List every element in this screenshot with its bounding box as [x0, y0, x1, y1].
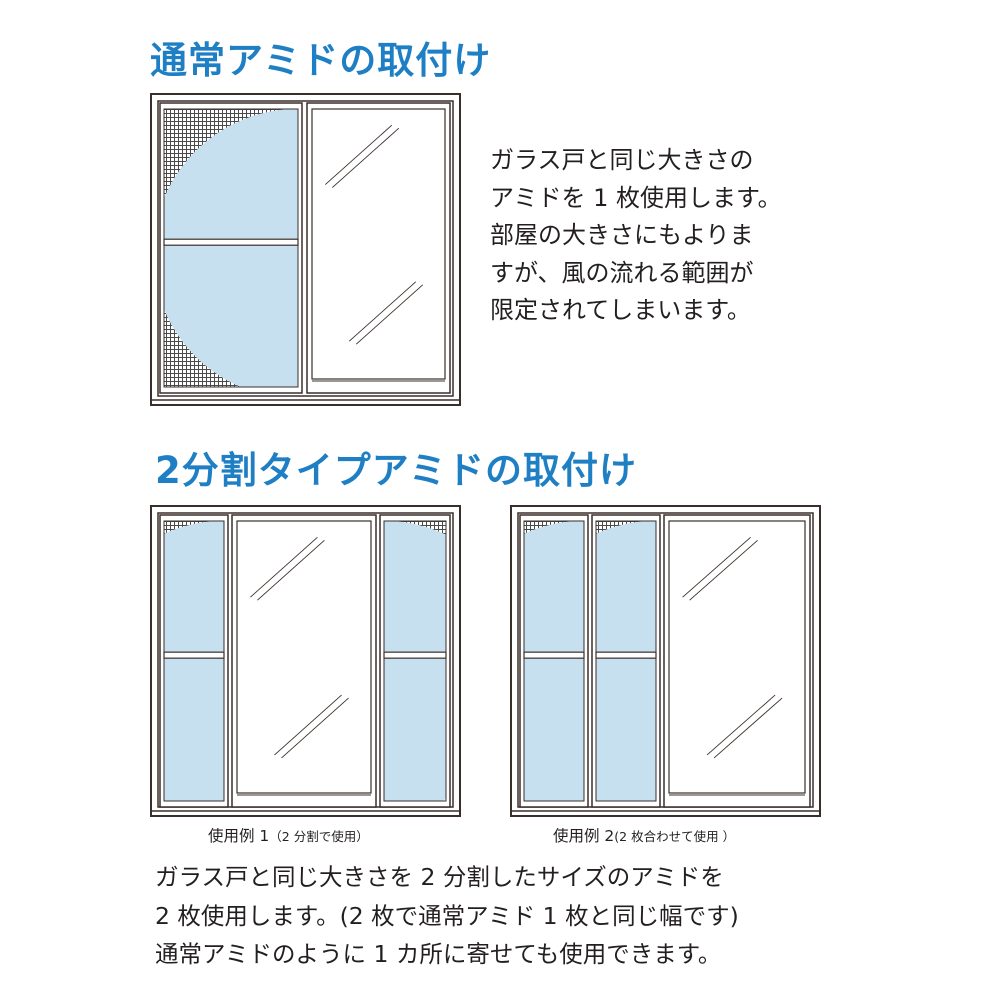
- description-line: 部屋の大きさにもよりま: [490, 221, 754, 249]
- screen-crossbar: [523, 651, 585, 659]
- glass-reflection-line: [332, 127, 400, 188]
- caption-label: 使用例 1: [208, 827, 270, 845]
- glass-door-panel: [231, 514, 377, 808]
- screen-inner-edge: [595, 520, 657, 802]
- section-heading-split: 2分割タイプアミドの取付け: [155, 449, 638, 492]
- glass-reflection-line: [706, 694, 776, 756]
- description-line: 2 枚使用します。(2 枚で通常アミド 1 枚と同じ幅です): [155, 901, 739, 930]
- example-1-caption: 使用例 1（2 分割で使用）: [208, 824, 369, 846]
- description-line: 通常アミドのように 1 カ所に寄せても使用できます。: [155, 940, 722, 968]
- description-split: ガラス戸と同じ大きさを 2 分割したサイズのアミドを 2 枚使用します。(2 枚…: [155, 858, 739, 974]
- screen-inner-edge: [163, 108, 299, 388]
- window-inner-frame: [157, 100, 454, 397]
- glass-door-panel: [663, 514, 811, 808]
- window-diagram-example-2: [510, 505, 821, 817]
- glass-pane: [236, 520, 372, 794]
- description-line: ガラス戸と同じ大きさの: [490, 146, 754, 174]
- glass-reflection-line: [257, 539, 325, 601]
- example-2-caption: 使用例 2(2 枚合わせて使用 ）: [553, 824, 735, 846]
- glass-pane: [311, 108, 446, 380]
- section-heading-normal: 通常アミドの取付け: [150, 39, 492, 82]
- screen-crossbar: [163, 651, 225, 659]
- description-line: アミドを 1 枚使用します。: [490, 183, 782, 212]
- glass-reflection-line: [682, 536, 751, 598]
- screen-highlight: [596, 521, 656, 801]
- screen-highlight: [164, 109, 298, 387]
- screen-highlight: [164, 521, 224, 801]
- screen-crossbar: [383, 651, 447, 659]
- glass-reflection-line: [250, 536, 318, 598]
- screen-highlight: [524, 521, 584, 801]
- glass-reflection-line: [355, 284, 424, 345]
- glass-reflection-line: [713, 697, 783, 759]
- caption-note: (2 枚合わせて使用 ）: [614, 829, 736, 844]
- caption-label: 使用例 2: [553, 827, 615, 845]
- screen-door-panel: [159, 102, 303, 394]
- screen-inner-edge: [163, 520, 225, 802]
- screen-door-panel: [519, 514, 589, 808]
- description-line: 限定されてしまいます。: [490, 296, 751, 324]
- screen-inner-edge: [383, 520, 447, 802]
- screen-crossbar: [595, 651, 657, 659]
- glass-reflection-line: [274, 694, 342, 756]
- glass-reflection-line: [348, 281, 417, 342]
- description-normal: ガラス戸と同じ大きさの アミドを 1 枚使用します。 部屋の大きさにもよりま す…: [490, 142, 782, 330]
- window-diagram-normal-screen: [150, 93, 461, 406]
- glass-door-panel: [306, 102, 451, 394]
- description-line: ガラス戸と同じ大きさを 2 分割したサイズのアミドを: [155, 863, 724, 891]
- caption-note: （2 分割で使用）: [269, 829, 369, 844]
- screen-inner-edge: [523, 520, 585, 802]
- description-line: すが、風の流れる範囲が: [490, 258, 754, 287]
- screen-door-panel: [379, 514, 451, 808]
- glass-reflection-line: [281, 697, 349, 759]
- screen-crossbar: [163, 238, 299, 246]
- screen-highlight: [384, 521, 446, 801]
- screen-door-panel: [159, 514, 229, 808]
- screen-door-panel: [591, 514, 661, 808]
- glass-reflection-line: [325, 124, 393, 185]
- window-diagram-example-1: [150, 505, 461, 817]
- glass-pane: [668, 520, 806, 794]
- glass-reflection-line: [689, 539, 758, 601]
